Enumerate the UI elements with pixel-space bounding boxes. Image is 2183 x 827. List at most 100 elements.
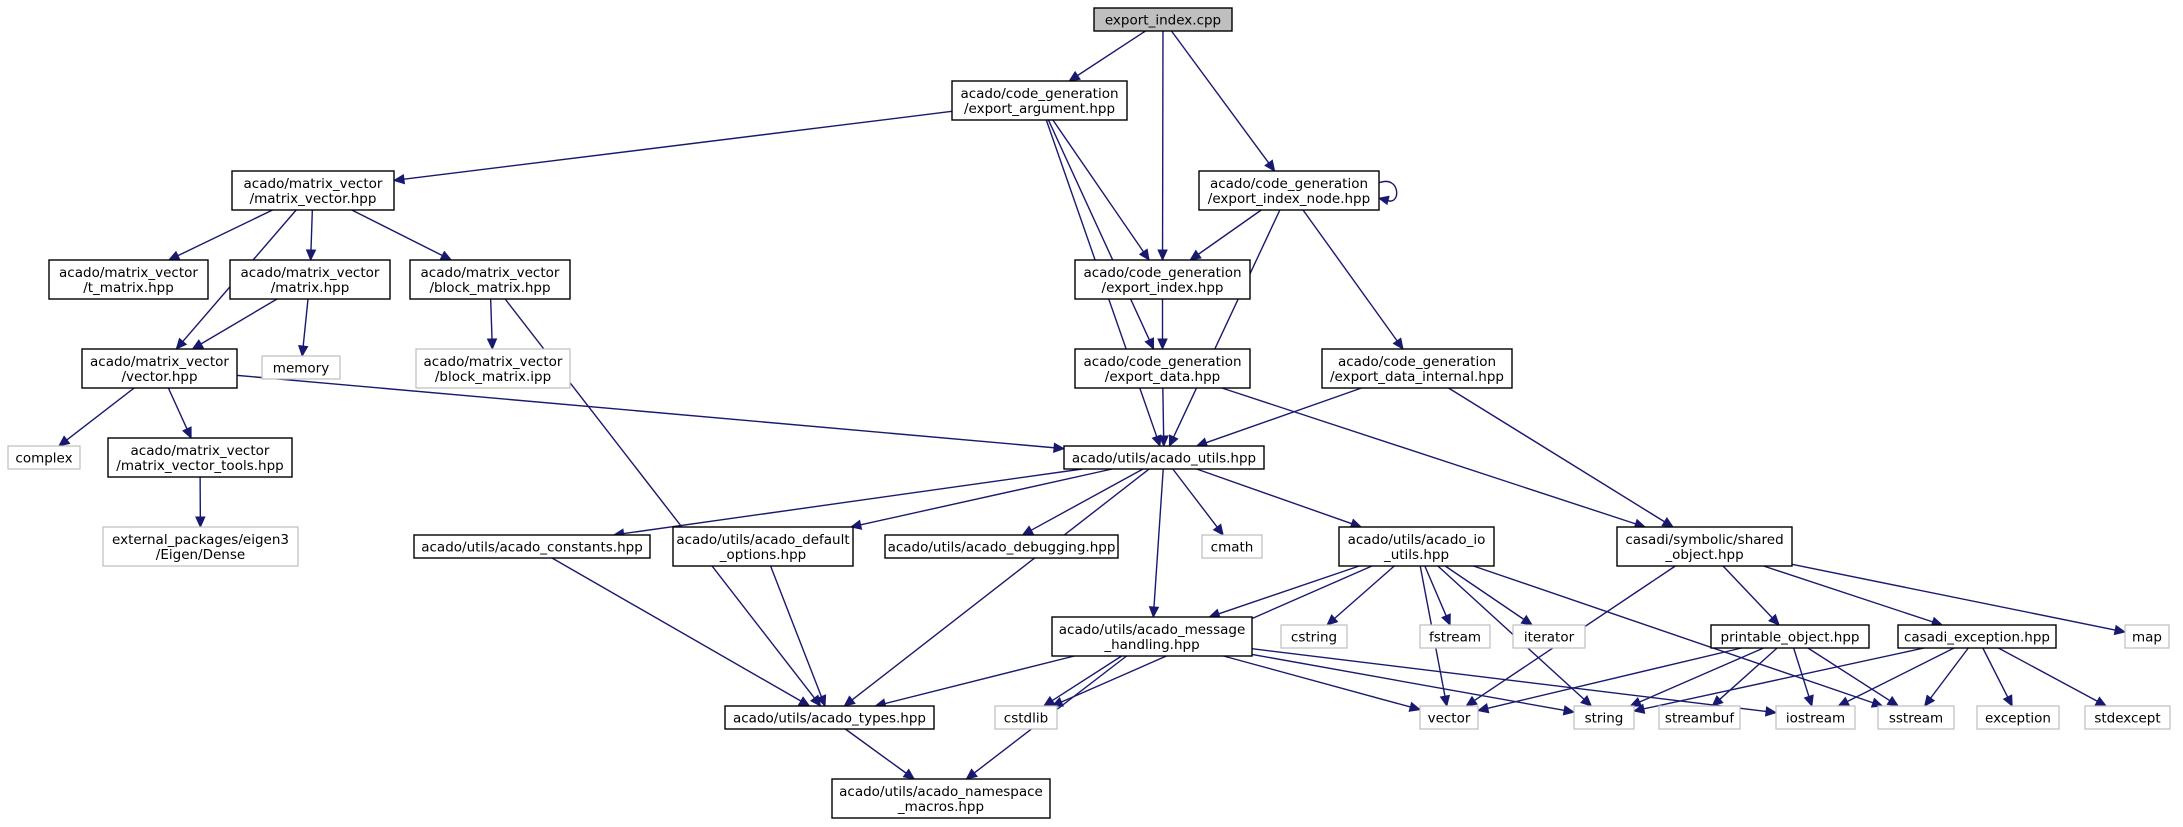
node-export-data-internal[interactable]: acado/code_generation/export_data_intern… bbox=[1321, 348, 1513, 389]
node-label: exception bbox=[1985, 711, 2051, 727]
node-label: acado/utils/acado_namespace bbox=[839, 784, 1043, 800]
edge-arrowhead bbox=[2113, 624, 2127, 636]
node-label: acado/matrix_vector bbox=[424, 354, 563, 370]
edge-arrowhead bbox=[305, 249, 317, 262]
node-label: /export_data.hpp bbox=[1105, 369, 1220, 385]
node-label: acado/code_generation bbox=[1210, 176, 1368, 192]
edge-printable-object-to-iostream bbox=[1792, 647, 1814, 708]
edge-acado-utils-to-cmath bbox=[1172, 468, 1224, 536]
edge-export-argument-to-export-data bbox=[1047, 119, 1155, 351]
edge-arrowhead bbox=[486, 338, 498, 351]
edge-arrowhead bbox=[1326, 614, 1339, 626]
node-label: acado/utils/acado_message bbox=[1059, 622, 1246, 638]
node-export-index-node[interactable]: acado/code_generation/export_index_node.… bbox=[1198, 170, 1380, 211]
node-label: complex bbox=[15, 451, 72, 467]
edge-acado-constants-to-acado-types bbox=[551, 557, 811, 707]
node-export-data[interactable]: acado/code_generation/export_data.hpp bbox=[1074, 348, 1251, 389]
node-export-argument[interactable]: acado/code_generation/export_argument.hp… bbox=[951, 80, 1128, 121]
edge-arrowhead bbox=[392, 173, 406, 185]
edge-line bbox=[177, 209, 273, 257]
edge-export-index-cpp-to-export-index-hpp bbox=[1157, 30, 1168, 262]
node-label: casadi/symbolic/shared bbox=[1625, 532, 1783, 548]
edge-line bbox=[1221, 387, 1636, 525]
node-printable-object[interactable]: printable_object.hpp bbox=[1710, 624, 1870, 649]
node-label: stdexcept bbox=[2094, 711, 2160, 727]
node-acado-types[interactable]: acado/utils/acado_types.hpp bbox=[724, 705, 935, 730]
edge-matrix-vector-to-matrix bbox=[305, 209, 317, 262]
node-cstring: cstring bbox=[1280, 624, 1348, 649]
node-acado-debugging[interactable]: acado/utils/acado_debugging.hpp bbox=[884, 534, 1119, 559]
node-shared-object[interactable]: casadi/symbolic/shared_object.hpp bbox=[1616, 526, 1793, 567]
node-label: _handling.hpp bbox=[1103, 637, 1199, 653]
edge-acado-io-utils-to-string bbox=[1437, 565, 1593, 707]
edge-export-index-cpp-to-export-index-node bbox=[1170, 30, 1276, 172]
node-t-matrix[interactable]: acado/matrix_vector/t_matrix.hpp bbox=[48, 259, 209, 300]
edge-arrowhead bbox=[1168, 434, 1179, 448]
edge-line bbox=[1719, 647, 1778, 700]
edge-arrowhead bbox=[1768, 613, 1780, 626]
node-complex: complex bbox=[7, 445, 81, 470]
edge-acado-message-handling-to-cstdlib bbox=[1042, 655, 1123, 707]
node-export-index-hpp[interactable]: acado/code_generation/export_index.hpp bbox=[1074, 259, 1251, 300]
node-stdexcept: stdexcept bbox=[2084, 705, 2171, 730]
edge-line bbox=[1172, 468, 1218, 528]
edge-line bbox=[403, 110, 953, 180]
edge-export-data-internal-to-shared-object bbox=[1448, 387, 1675, 528]
edge-acado-message-handling-to-acado-types bbox=[874, 655, 1075, 709]
edge-printable-object-to-sstream bbox=[1807, 647, 1900, 707]
edge-arrowhead bbox=[1870, 697, 1884, 708]
node-iterator: iterator bbox=[1512, 624, 1586, 649]
node-matrix[interactable]: acado/matrix_vector/matrix.hpp bbox=[229, 259, 391, 300]
edge-arrowhead bbox=[1264, 159, 1276, 172]
node-label: _utils.hpp bbox=[1383, 547, 1449, 563]
node-label: _options.hpp bbox=[719, 547, 806, 563]
node-label: string bbox=[1585, 711, 1624, 727]
node-casadi-exception[interactable]: casadi_exception.hpp bbox=[1897, 624, 2057, 649]
edge-matrix-vector-to-block-matrix bbox=[351, 209, 453, 261]
edge-line bbox=[1153, 468, 1164, 608]
edge-line bbox=[1639, 647, 1764, 703]
edge-line bbox=[1170, 30, 1270, 164]
node-matrix-vector-tools[interactable]: acado/matrix_vector/matrix_vector_tools.… bbox=[107, 437, 293, 478]
node-label: printable_object.hpp bbox=[1721, 630, 1860, 646]
node-acado-default-options[interactable]: acado/utils/acado_default_options.hpp bbox=[672, 526, 854, 567]
node-matrix-vector[interactable]: acado/matrix_vector/matrix_vector.hpp bbox=[231, 170, 395, 211]
node-acado-message-handling[interactable]: acado/utils/acado_message_handling.hpp bbox=[1051, 616, 1253, 657]
edge-arrowhead bbox=[191, 339, 205, 350]
node-export-index-cpp[interactable]: export_index.cpp bbox=[1093, 7, 1233, 32]
edge-line bbox=[1172, 209, 1281, 438]
edge-line bbox=[1448, 387, 1665, 523]
edge-line bbox=[1196, 468, 1352, 525]
edge-line bbox=[167, 387, 188, 430]
node-acado-constants[interactable]: acado/utils/acado_constants.hpp bbox=[413, 534, 651, 559]
node-acado-io-utils[interactable]: acado/utils/acado_io_utils.hpp bbox=[1338, 526, 1495, 567]
node-block-matrix[interactable]: acado/matrix_vector/block_matrix.hpp bbox=[409, 259, 571, 300]
edge-block-matrix-to-block-matrix-ipp bbox=[486, 298, 498, 351]
node-label: acado/utils/acado_constants.hpp bbox=[421, 540, 643, 556]
node-label: /export_argument.hpp bbox=[964, 101, 1115, 117]
node-acado-utils[interactable]: acado/utils/acado_utils.hpp bbox=[1063, 445, 1265, 470]
edge-arrowhead bbox=[1053, 442, 1066, 453]
node-cstdlib: cstdlib bbox=[994, 705, 1058, 730]
edge-line bbox=[1437, 565, 1585, 700]
edge-line bbox=[200, 298, 278, 345]
edge-matrix-to-vector bbox=[191, 298, 278, 350]
node-acado-namespace-macros[interactable]: acado/utils/acado_namespace_macros.hpp bbox=[831, 778, 1051, 819]
node-label: streambuf bbox=[1665, 711, 1735, 727]
node-label: /Eigen/Dense bbox=[156, 547, 245, 563]
node-box bbox=[1976, 705, 2060, 730]
edge-acado-io-utils-to-acado-message-handling bbox=[1208, 565, 1360, 619]
edge-line bbox=[1251, 653, 1565, 712]
node-label: cstdlib bbox=[1004, 711, 1048, 727]
node-box bbox=[1321, 348, 1513, 389]
edge-export-index-node-to-export-data-internal bbox=[1302, 209, 1404, 350]
node-label: acado/utils/acado_debugging.hpp bbox=[888, 540, 1116, 556]
node-vector[interactable]: acado/matrix_vector/vector.hpp bbox=[81, 348, 238, 389]
edge-line bbox=[1378, 180, 1398, 202]
edge-line bbox=[351, 209, 443, 257]
edge-arrowhead bbox=[1408, 701, 1422, 712]
node-box bbox=[1616, 526, 1793, 567]
edge-printable-object-to-string bbox=[1629, 647, 1764, 707]
edge-acado-utils-to-acado-types bbox=[843, 468, 1150, 707]
edge-arrowhead bbox=[1476, 703, 1490, 714]
